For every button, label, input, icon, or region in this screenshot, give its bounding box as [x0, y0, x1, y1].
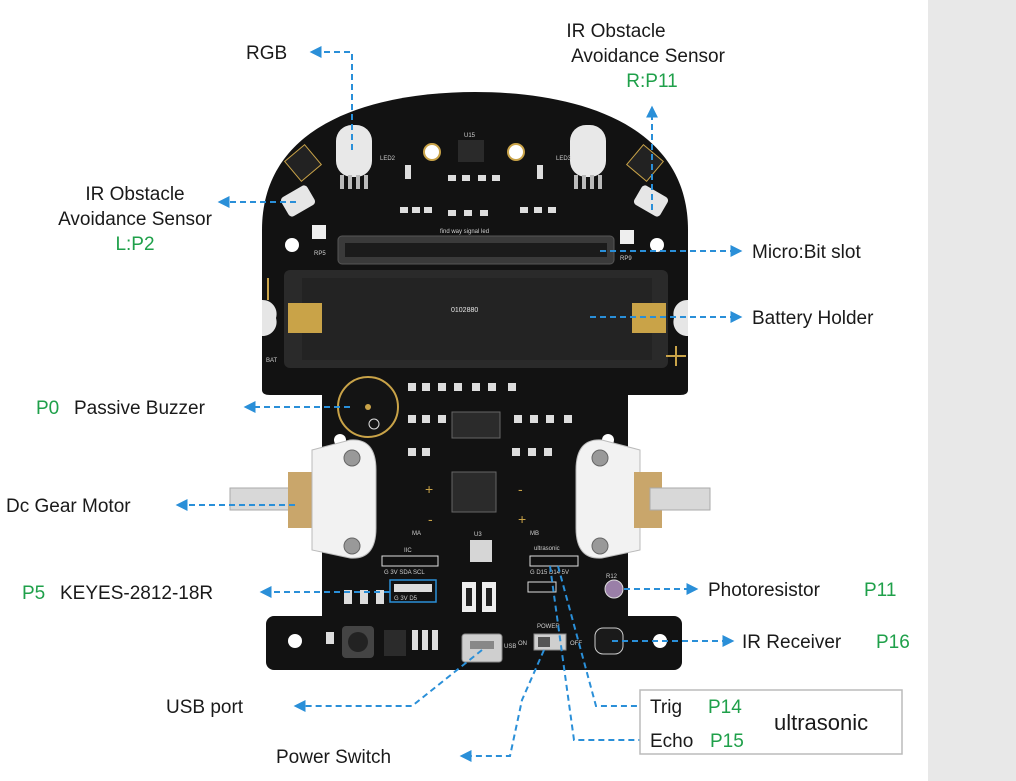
label-ir-left-pin: L:P2: [115, 234, 154, 255]
label-trig-pin: P14: [708, 697, 742, 718]
annotation-arrows: [175, 46, 743, 762]
label-rgb: RGB: [246, 43, 287, 64]
iic-header: [381, 555, 439, 567]
r12-label: R12: [606, 574, 618, 580]
u3-label: U3: [474, 532, 482, 538]
photoresistor-shape: [604, 579, 624, 599]
usb-slot: [470, 641, 494, 649]
chip-u1: [451, 411, 501, 439]
buzzer-center: [365, 404, 371, 410]
ir-header: [527, 581, 557, 593]
smd-bottom: [326, 630, 438, 650]
rgb-pins: G 3V D5: [394, 596, 418, 602]
power-switch-knob: [538, 637, 550, 647]
rgb-header: [394, 584, 432, 592]
mount-hole: [650, 238, 664, 252]
dc-gear-motor-right: [575, 439, 711, 559]
chip-u3: [470, 540, 492, 562]
find-way-label: find way signal led: [440, 229, 489, 235]
mb-label: MB: [530, 531, 539, 537]
label-echo: Echo: [650, 731, 693, 752]
label-ultrasonic: ultrasonic: [774, 710, 868, 735]
mount-hole: [285, 238, 299, 252]
smd-keyes-area: [344, 590, 384, 604]
label-photoresistor: Photoresistor: [708, 580, 821, 601]
ultra-pins: G D15 D14 5V: [530, 570, 569, 576]
u15-label: U15: [464, 133, 476, 139]
rp5-label: RP5: [314, 251, 326, 257]
diode-d3-band: [486, 588, 492, 606]
label-ir-receiver-pin: P16: [876, 632, 910, 653]
iic-pins: G 3V SDA SCL: [384, 570, 425, 576]
label-echo-pin: P15: [710, 731, 744, 752]
power-label: POWER: [537, 624, 560, 630]
ultra-header: [529, 555, 579, 567]
side-panel: [928, 0, 1016, 781]
label-ir-right-line1: IR Obstacle: [566, 21, 665, 42]
mount-hole: [288, 634, 302, 648]
led2-label: LED2: [380, 156, 396, 162]
rgb-led-left: LED2: [336, 125, 396, 189]
diode-d7-band: [466, 588, 472, 606]
label-keyes: KEYES-2812-18R: [60, 583, 213, 604]
ultrasonic-box: [639, 689, 903, 755]
label-ir-left-line2: Avoidance Sensor: [58, 209, 213, 230]
chip-u15: [458, 140, 484, 162]
label-keyes-pin: P5: [22, 583, 45, 604]
battery-clip-left: [262, 299, 277, 337]
buzzer-plus: [368, 418, 380, 430]
smd-row-middle: [408, 383, 572, 456]
bat-label: BAT: [266, 358, 278, 364]
label-ir-right-line2: Avoidance Sensor: [571, 46, 726, 67]
ma-label: MA: [412, 531, 421, 537]
label-ir-right-pin: R:P11: [626, 71, 677, 92]
label-power-switch: Power Switch: [276, 747, 391, 768]
chip-u5: [384, 630, 406, 656]
label-buzzer: Passive Buzzer: [74, 398, 206, 419]
chip-u2: [451, 471, 497, 513]
ir-sensor-right: [620, 143, 669, 244]
label-usb-port: USB port: [166, 697, 244, 718]
ultra-header-label: ultrasonic: [534, 546, 560, 552]
led3-label: LED3: [556, 156, 572, 162]
ir-receiver-shape: [594, 627, 624, 655]
inductor-core: [348, 632, 368, 652]
battery-code: 0102880: [451, 307, 478, 314]
mb-minus: -: [518, 481, 523, 497]
rp9-label: RP9: [620, 256, 632, 262]
label-microbit-slot: Micro:Bit slot: [752, 242, 861, 263]
usb-label: USB: [504, 644, 516, 650]
mount-hole: [653, 634, 667, 648]
label-buzzer-pin: P0: [36, 398, 59, 419]
pcb-board: U15 LED2 LED3 find way signal led: [262, 92, 688, 670]
label-photoresistor-pin: P11: [864, 580, 896, 601]
rgb-led-right: LED3: [556, 125, 606, 189]
label-ir-receiver: IR Receiver: [742, 632, 842, 653]
ir-sensor-left: [280, 143, 326, 239]
iic-label: IIC: [404, 548, 412, 554]
mb-plus: +: [518, 511, 526, 527]
battery-contact-left: [288, 303, 322, 333]
label-trig: Trig: [650, 697, 682, 718]
label-battery-holder: Battery Holder: [752, 308, 874, 329]
smd-row-top: [400, 165, 556, 216]
on-label: ON: [518, 641, 527, 647]
mount-hole: [423, 143, 441, 161]
label-dc-motor: Dc Gear Motor: [6, 496, 131, 517]
microbit-slot-inner: [345, 243, 607, 257]
label-ir-left-line1: IR Obstacle: [85, 184, 184, 205]
off-label: OFF: [570, 641, 582, 647]
ma-plus: +: [425, 481, 433, 497]
ma-minus: -: [428, 511, 433, 527]
battery-holder-inner: [302, 278, 652, 360]
mount-hole: [507, 143, 525, 161]
